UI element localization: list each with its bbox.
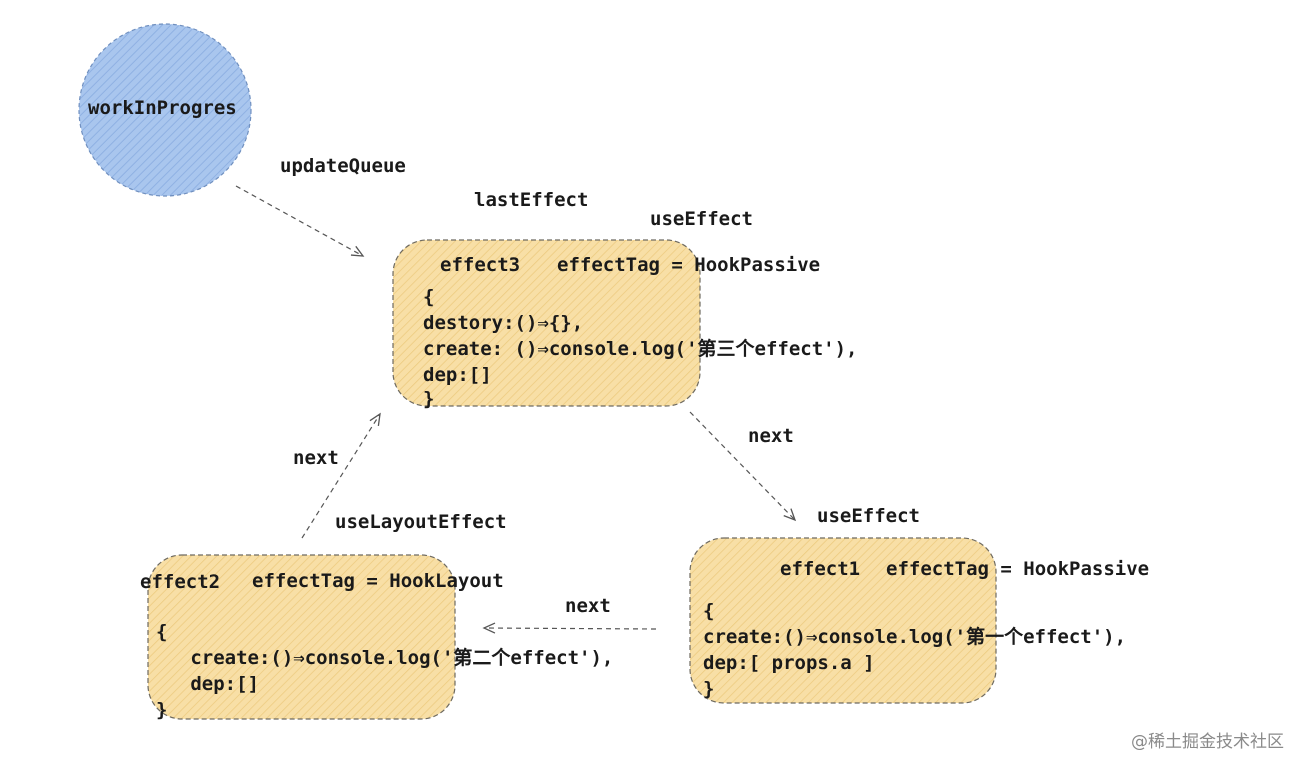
next-arrow-effect2-to-effect3 — [301, 412, 381, 539]
effect1-name: effect1 — [780, 558, 861, 580]
effect3-code-line: } — [423, 388, 435, 410]
work-in-progress-label: workInProgres — [88, 97, 237, 119]
effect2-tag: effectTag = HookLayout — [252, 570, 504, 592]
effect1-code-line: { — [703, 600, 715, 622]
effect3-box — [392, 239, 701, 407]
effect3-name: effect3 — [440, 254, 521, 276]
effect2-code-line: create:()⇒console.log('第二个effect'), — [156, 647, 614, 669]
effect2-code-line: } — [156, 699, 168, 721]
effect2-name: effect2 — [140, 571, 221, 593]
effect1-code-line: dep:[ props.a ] — [703, 652, 875, 674]
effect2-hook-label: useLayoutEffect — [335, 511, 507, 533]
effect3-code-line: create: ()⇒console.log('第三个effect'), — [423, 338, 858, 360]
next-label-effect3-to-effect1: next — [748, 425, 794, 447]
effect2-box — [147, 554, 456, 720]
next-arrow-effect1-to-effect2 — [482, 622, 657, 634]
last-effect-label: lastEffect — [474, 189, 589, 211]
effect1-box — [689, 537, 997, 704]
effect1-code-line: } — [703, 678, 715, 700]
update-queue-arrow — [235, 185, 365, 257]
effect3-code-line: destory:()⇒{}, — [423, 312, 584, 334]
effect3-hook-label: useEffect — [650, 208, 753, 230]
next-arrow-effect3-to-effect1 — [689, 411, 797, 522]
effect3-code-line: dep:[] — [423, 364, 492, 386]
effect1-code-line: create:()⇒console.log('第一个effect'), — [703, 626, 1127, 648]
update-queue-label: updateQueue — [280, 155, 406, 177]
work-in-progress-node — [78, 23, 252, 197]
next-label-effect1-to-effect2: next — [565, 595, 611, 617]
effect2-code-line: { — [156, 621, 168, 643]
effect2-code-line: dep:[] — [156, 673, 259, 695]
effect3-tag: effectTag = HookPassive — [557, 254, 821, 276]
effect1-tag: effectTag = HookPassive — [886, 558, 1150, 580]
effect3-code-line: { — [423, 286, 435, 308]
watermark: @稀土掘金技术社区 — [1131, 732, 1284, 752]
next-label-effect2-to-effect3: next — [293, 447, 339, 469]
effect1-hook-label: useEffect — [817, 505, 920, 527]
